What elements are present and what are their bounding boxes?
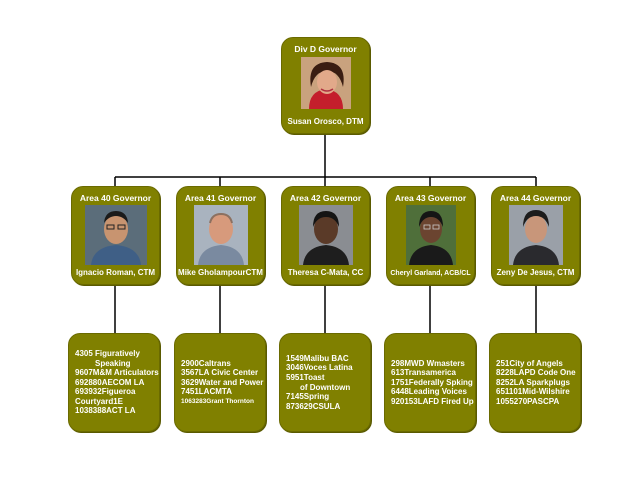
club-item: 1063283Grant Thornton	[181, 397, 254, 405]
area-43-clubs-box: 298MWD Wmasters 613Transamerica 1751Fede…	[384, 333, 476, 432]
club-item: 873629CSULA	[286, 401, 341, 411]
club-item: 4305 Figuratively	[75, 348, 140, 358]
area-40-title: Area 40 Governor	[79, 193, 152, 203]
club-item: 3046Voces Latina	[286, 363, 353, 373]
club-item: 9607M&M Articulators	[75, 368, 159, 378]
area-41-name: Mike GholampourCTM	[178, 268, 263, 277]
club-item: 1549Malibu BAC	[286, 353, 349, 363]
club-item: 298MWD Wmasters	[391, 358, 465, 368]
div-governor-name: Susan Orosco, DTM	[287, 117, 364, 126]
club-item: 1751Federally Spking	[391, 377, 473, 387]
club-item: 651101Mid-Wilshire	[496, 387, 570, 397]
person-photo-icon	[84, 205, 147, 265]
area-40-photo	[84, 205, 147, 265]
club-item: 692880AECOM LA	[75, 377, 145, 387]
club-item: 1038388ACT LA	[75, 406, 136, 416]
club-item: 251City of Angels	[496, 358, 563, 368]
area-41-clubs-box: 2900Caltrans 3567LA Civic Center 3629Wat…	[174, 333, 266, 432]
club-item: 693932Figueroa	[75, 387, 136, 397]
club-item: Courtyard1E	[75, 396, 124, 406]
person-photo-icon	[193, 205, 248, 265]
area-40-governor-box[interactable]: Area 40 Governor Ignacio Roman, CTM	[71, 186, 160, 285]
area-44-photo	[508, 205, 563, 265]
club-item: 5951Toast	[286, 372, 325, 382]
area-43-title: Area 43 Governor	[394, 193, 467, 203]
club-item: 7451LACMTA	[181, 387, 232, 397]
area-44-clubs-box: 251City of Angels 8228LAPD Code One 8252…	[489, 333, 581, 432]
club-item: 1055270PASCPA	[496, 396, 560, 406]
club-item: 920153LAFD Fired Up	[391, 396, 474, 406]
club-item: 7145Spring	[286, 392, 330, 402]
area-44-title: Area 44 Governor	[499, 193, 572, 203]
club-item: 613Transamerica	[391, 368, 456, 378]
club-item: Speaking	[95, 358, 131, 368]
area-42-photo	[298, 205, 353, 265]
person-photo-icon	[300, 57, 351, 109]
area-43-name: Cheryl Garland, ACB/CL	[390, 270, 471, 277]
area-41-photo	[193, 205, 248, 265]
area-42-name: Theresa C-Mata, CC	[287, 268, 364, 277]
area-41-title: Area 41 Governor	[184, 193, 257, 203]
person-photo-icon	[508, 205, 563, 265]
club-item: 8252LA Sparkplugs	[496, 377, 570, 387]
person-photo-icon	[298, 205, 353, 265]
div-governor-title: Div D Governor	[294, 44, 357, 54]
area-44-governor-box[interactable]: Area 44 Governor Zeny De Jesus, CTM	[491, 186, 580, 285]
club-item: 6448Leading Voices	[391, 387, 467, 397]
area-40-clubs-box: 4305 Figuratively Speaking 9607M&M Artic…	[68, 333, 160, 432]
area-42-governor-box[interactable]: Area 42 Governor Theresa C-Mata, CC	[281, 186, 370, 285]
club-item: 2900Caltrans	[181, 358, 231, 368]
person-photo-icon	[405, 205, 456, 265]
club-item: of Downtown	[300, 382, 351, 392]
area-42-title: Area 42 Governor	[289, 193, 362, 203]
area-43-photo	[405, 205, 456, 265]
div-governor-photo	[300, 57, 351, 109]
area-42-clubs-box: 1549Malibu BAC 3046Voces Latina 5951Toas…	[279, 333, 371, 432]
club-item: 3629Water and Power	[181, 377, 264, 387]
area-40-name: Ignacio Roman, CTM	[75, 268, 156, 277]
area-44-name: Zeny De Jesus, CTM	[496, 268, 575, 277]
div-governor-box[interactable]: Div D Governor Susan Orosco, DTM	[281, 37, 370, 134]
club-item: 8228LAPD Code One	[496, 368, 576, 378]
area-41-governor-box[interactable]: Area 41 Governor Mike GholampourCTM	[176, 186, 265, 285]
club-item: 3567LA Civic Center	[181, 368, 259, 378]
area-43-governor-box[interactable]: Area 43 Governor Cheryl Garland, ACB/CL	[386, 186, 475, 285]
